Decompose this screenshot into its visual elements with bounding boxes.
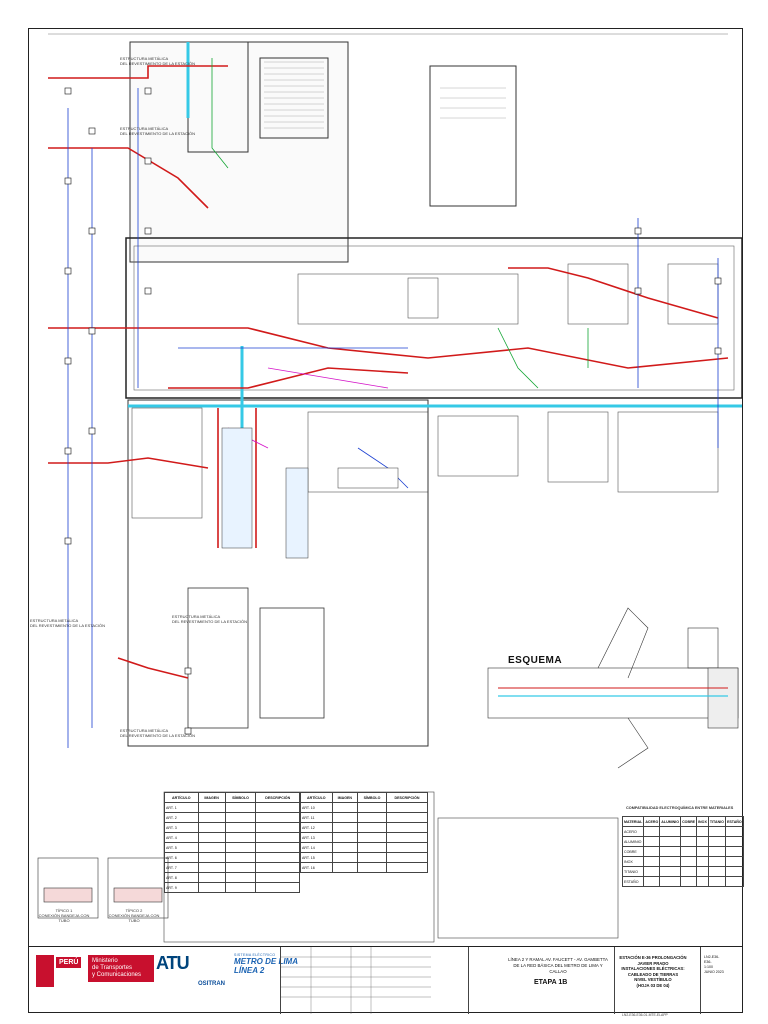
compat-row: TITANIO <box>621 866 645 877</box>
legend-table-right: ARTÍCULO IMAGEN SÍMBOLO DESCRIPCIÓN ART.… <box>300 792 428 873</box>
legend-row: ART. 8 <box>164 872 199 883</box>
project-title: LÍNEA 2 Y RAMAL AV. FAUCETT - AV. GAMBET… <box>508 957 608 974</box>
metro-lima-logo: SISTEMA ELÉCTRICO METRO DE LIMA LÍNEA 2 <box>234 953 300 1005</box>
compat-row: ACERO <box>621 826 645 837</box>
legend-row: ART. 16 <box>300 862 333 873</box>
compat-title: COMPATIBILIDAD ELECTROQUÍMICA ENTRE MATE… <box>626 806 734 810</box>
legend-row: ART. 12 <box>300 822 333 833</box>
sheet-title: ESTACIÓN E-36 PROLONGACIÓN JAVIER PRADO … <box>619 955 687 988</box>
compat-row: COBRE <box>621 846 645 857</box>
legend-row: ART. 5 <box>164 842 199 853</box>
legend-header: ARTÍCULO <box>164 792 199 803</box>
legend-row: ART. 7 <box>164 862 199 873</box>
plan-note: ESTRUCTURA METÁLICA DEL REVESTIMIENTO DE… <box>120 56 196 66</box>
codes-block <box>700 947 743 1014</box>
compat-col: ESTAÑO <box>724 816 744 827</box>
compat-row: ALUMINIO <box>621 836 645 847</box>
compat-col: INOX <box>696 816 709 827</box>
compat-col: ALUMINIO <box>659 816 682 827</box>
legend-row: ART. 14 <box>300 842 333 853</box>
compat-col: TITANIO <box>707 816 726 827</box>
legend-header: ARTÍCULO <box>300 792 333 803</box>
atu-logo: ATU <box>156 953 190 973</box>
legend-row: ART. 1 <box>164 802 199 813</box>
legend-header: SÍMBOLO <box>357 792 387 803</box>
legend-header: SÍMBOLO <box>224 792 257 803</box>
revision-block <box>280 947 431 1014</box>
project-block <box>468 947 618 1014</box>
compat-col: ACERO <box>643 816 661 827</box>
plan-note: ESTRUCTURA METÁLICA DEL REVESTIMIENTO DE… <box>120 126 196 136</box>
metro-line2: LÍNEA 2 <box>234 966 265 975</box>
plan-note: ESTRUCTURA METÁLICA DEL REVESTIMIENTO DE… <box>30 618 106 628</box>
title-block: PERÚ Ministerio de Transportes y Comunic… <box>28 946 743 1014</box>
compat-table: MATERIAL ACERO ALUMINIO COBRE INOX TITAN… <box>621 816 744 887</box>
floor-plan <box>37 33 743 943</box>
tipico-2-label: TÍPICO 2 CONEXIÓN BANDEJA CON TUBO <box>108 908 160 923</box>
compat-row: INOX <box>621 856 645 867</box>
sheet-title-block <box>614 947 700 1014</box>
legend-header: IMAGEN <box>197 792 226 803</box>
sheet-codes: LN2-E36- E36- 1:100 JUNIO 2023 <box>704 955 724 974</box>
footer-code: LN2-E36-E36-01-MTE-ELAPP <box>622 1013 668 1017</box>
plan-note: ESTRUCTURA METÁLICA DEL REVESTIMIENTO DE… <box>120 728 196 738</box>
compat-col: MATERIAL <box>621 816 645 827</box>
legend-row: ART. 13 <box>300 832 333 843</box>
legend-row: ART. 6 <box>164 852 199 863</box>
legend-row: ART. 11 <box>300 812 333 823</box>
ministry-logo: Ministerio de Transportes y Comunicacion… <box>88 955 154 982</box>
metro-sub: SISTEMA ELÉCTRICO <box>234 953 276 957</box>
compat-row: ESTAÑO <box>621 876 645 887</box>
legend-row: ART. 4 <box>164 832 199 843</box>
peru-logo-text: PERÚ <box>56 957 82 968</box>
esquema-label: ESQUEMA <box>508 655 563 666</box>
plan-note: ESTRUCTURA METÁLICA DEL REVESTIMIENTO DE… <box>172 614 248 624</box>
tipico-1-label: TÍPICO 1 CONEXIÓN BANDEJA CON TUBO <box>38 908 90 923</box>
legend-row: ART. 9 <box>164 882 199 893</box>
ositran-logo: OSITRAN <box>198 981 225 987</box>
revision-grid <box>281 947 431 1014</box>
legend-row: ART. 15 <box>300 852 333 863</box>
peru-flag-icon <box>36 955 54 987</box>
legend-row: ART. 10 <box>300 802 333 813</box>
legend-header: DESCRIPCIÓN <box>386 792 428 803</box>
legend-table-left: ARTÍCULO IMAGEN SÍMBOLO DESCRIPCIÓN ART.… <box>164 792 300 893</box>
legend-header: IMAGEN <box>331 792 359 803</box>
legend-row: ART. 2 <box>164 812 199 823</box>
legend-row: ART. 3 <box>164 822 199 833</box>
legend-header: DESCRIPCIÓN <box>255 792 300 803</box>
compat-col: COBRE <box>680 816 698 827</box>
stage-label: ETAPA 1B <box>534 979 568 986</box>
metro-line1: METRO DE LIMA <box>234 957 298 966</box>
